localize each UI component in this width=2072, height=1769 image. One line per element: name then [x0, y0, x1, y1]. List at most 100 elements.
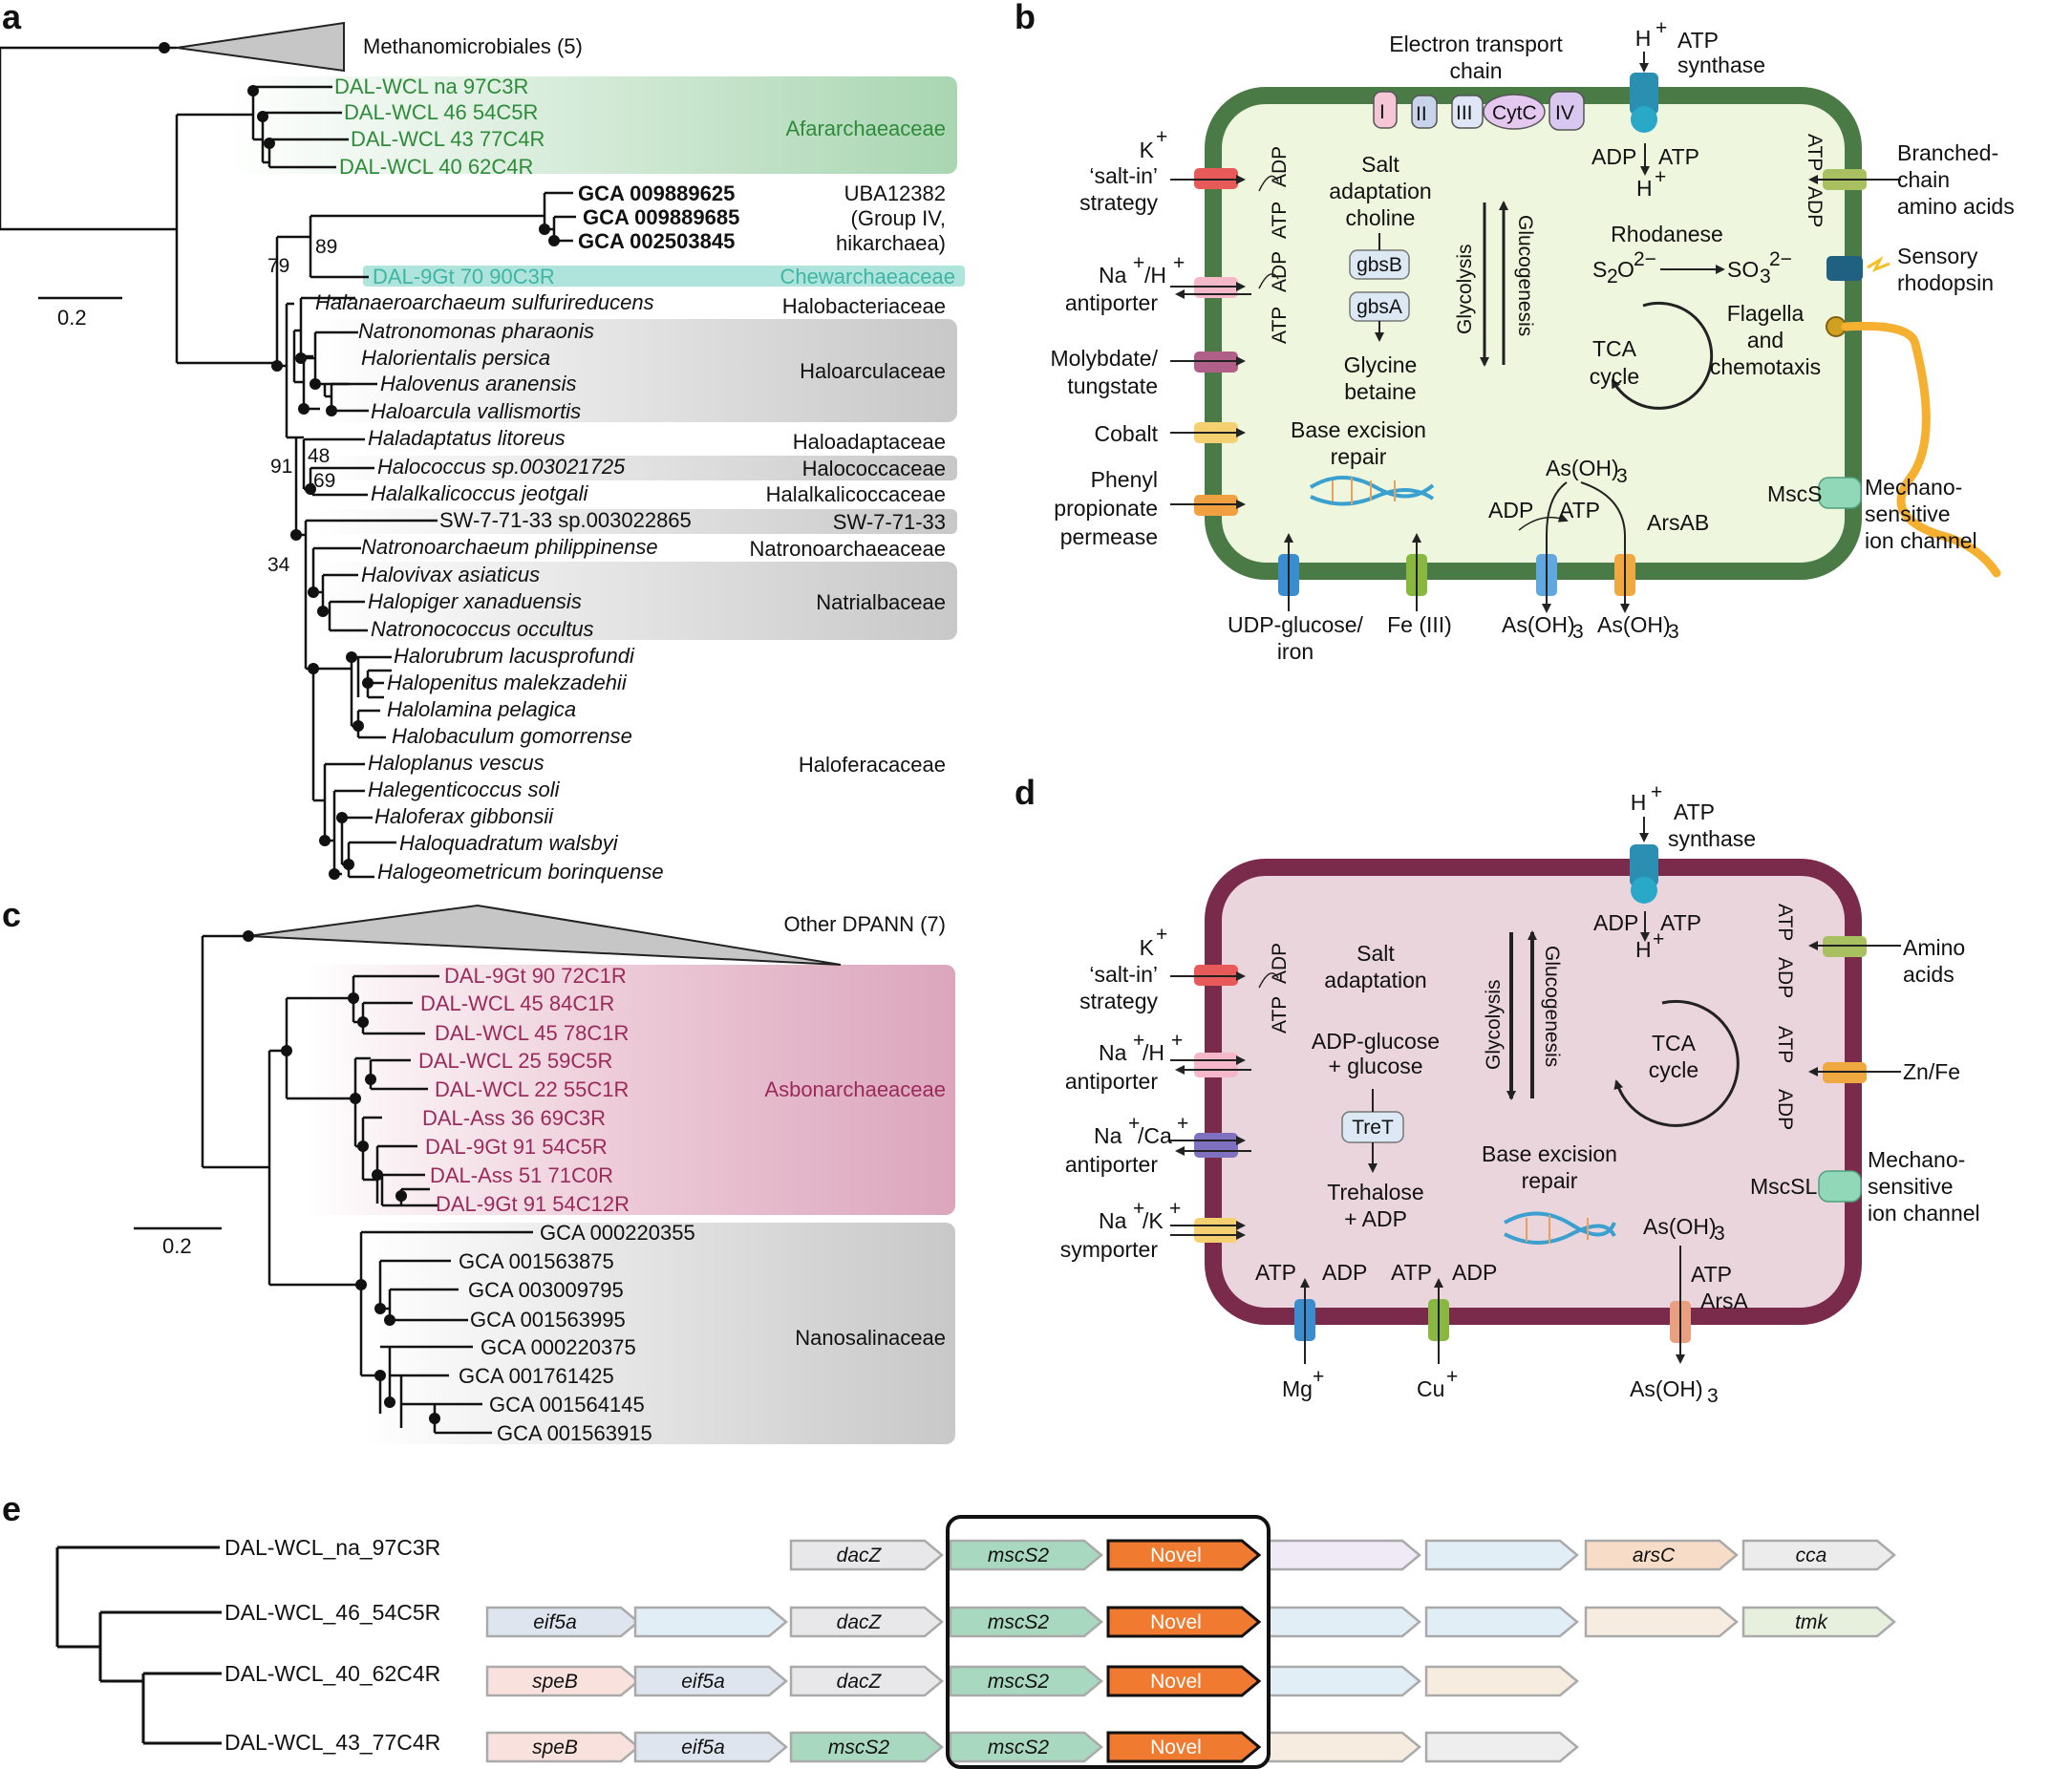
gene-arrow: [1424, 1731, 1579, 1763]
panel-b-cell: I II III CytC IV Electron transport chai…: [1050, 17, 2014, 664]
tip-a: DAL-WCL 43 77C4R: [351, 127, 545, 151]
rhodanese: Rhodanese: [1611, 222, 1723, 246]
gene-arrow: [485, 1606, 640, 1638]
strategy-b: strategy: [1079, 190, 1158, 215]
tip-a: Halogeometricum borinquense: [377, 860, 664, 884]
tip-c: GCA 000220355: [540, 1221, 695, 1245]
tip-c: DAL-WCL 45 84C1R: [420, 991, 614, 1015]
na-d-1-sup: +: [1133, 1030, 1144, 1052]
panel-letter-d: d: [1015, 773, 1036, 812]
asoh-b-top-3: 3: [1616, 465, 1628, 487]
gene-arrow: [1106, 1539, 1262, 1571]
amino-2: acids: [1903, 962, 1955, 987]
molyb-2: tungstate: [1067, 373, 1158, 398]
slash-h-d: /H: [1143, 1040, 1164, 1065]
gene-arrow: [949, 1606, 1103, 1638]
tip-a: Haloplanus vescus: [368, 751, 545, 775]
udp-2: iron: [1277, 639, 1314, 664]
gene-label: speB: [532, 1671, 578, 1693]
treh-2: + ADP: [1344, 1206, 1407, 1231]
rhod-s: S: [1592, 257, 1607, 282]
gene-arrow: [1424, 1539, 1579, 1571]
methano-collapsed-clade: [176, 21, 345, 73]
mscsl: MscSL: [1750, 1174, 1818, 1199]
e-row-3-name: DAL-WCL_43_77C4R: [224, 1730, 440, 1755]
na-d-2-sup: +: [1128, 1113, 1140, 1135]
dpann-collapsed-clade: [247, 904, 842, 966]
gene-arrow: [1741, 1606, 1896, 1638]
fam-haload: Haloadaptaceae: [793, 430, 946, 454]
tip-a: Halorientalis persica: [361, 346, 550, 370]
haloarc-box: [315, 319, 957, 422]
antiporter-b: antiporter: [1065, 290, 1159, 315]
tip-a: Halanaeroarchaeum sulfurireducens: [315, 290, 654, 314]
slash-k: /K: [1143, 1208, 1164, 1233]
tip-c: DAL-9Gt 91 54C5R: [425, 1135, 608, 1159]
fam-uba-3: hikarchaea): [836, 231, 946, 255]
mg-sup: +: [1313, 1366, 1324, 1388]
tip-c: DAL-9Gt 90 72C1R: [444, 964, 627, 988]
bootstrap-79: 79: [267, 255, 289, 277]
phenyl-3: permease: [1060, 524, 1158, 549]
cu: Cu: [1417, 1376, 1444, 1401]
tip-c: DAL-WCL 45 78C1R: [435, 1021, 629, 1045]
gene-arrow: [485, 1665, 640, 1697]
mech-b-1: Mechano-: [1865, 475, 1962, 500]
atps-h-sup: +: [1655, 166, 1666, 188]
tca-d-1: TCA: [1652, 1031, 1697, 1055]
gene-arrow: [485, 1731, 640, 1763]
gene-label: dacZ: [837, 1611, 883, 1633]
gene-arrow: [1584, 1606, 1739, 1638]
gene-arrow: [789, 1665, 944, 1697]
afar-box: [229, 76, 957, 174]
tip-a: Halorubrum lacusprofundi: [394, 644, 635, 668]
atps-d-h-sup: +: [1653, 928, 1664, 950]
bootstrap-69: 69: [313, 470, 335, 492]
nano-box: [363, 1223, 955, 1444]
tip-c: GCA 000220375: [481, 1335, 636, 1359]
antiporter-d-1: antiporter: [1065, 1069, 1159, 1094]
asoh-d-top-3: 3: [1714, 1223, 1725, 1245]
panel-d-cell: H + ATP synthase ADP ATP H + K + ‘salt-i…: [1060, 781, 1980, 1407]
tip-a: Natronomonas pharaonis: [358, 319, 594, 343]
sens-2: rhodopsin: [1897, 270, 1994, 295]
atps-adp: ADP: [1591, 144, 1636, 169]
scale-label-c: 0.2: [162, 1234, 192, 1258]
etc-c4: IV: [1555, 102, 1574, 124]
halococ-box: [315, 456, 957, 480]
fam-uba-2: (Group IV,: [851, 206, 946, 230]
tip-a: Halococcus sp.003021725: [377, 455, 626, 479]
gluco-b: Glucogenesis: [1514, 215, 1536, 336]
salt-d-1: Salt: [1356, 941, 1395, 966]
antiporter-d-2: antiporter: [1065, 1152, 1159, 1177]
tree-a-tips: DAL-WCL na 97C3R DAL-WCL 46 54C5R DAL-WC…: [315, 75, 739, 884]
tip-a: DAL-WCL 46 54C5R: [344, 100, 538, 124]
dna-repair-icon-d: [1504, 1211, 1616, 1245]
etc-c3: III: [1456, 102, 1473, 124]
na-d-3-sup: +: [1133, 1198, 1144, 1220]
fam-afar: Afararchaeaceae: [785, 117, 946, 140]
atps-d-atp: ATP: [1660, 910, 1701, 935]
symporter: symporter: [1060, 1237, 1159, 1262]
treh-1: Trehalose: [1327, 1180, 1423, 1204]
cu-atp: ATP: [1391, 1260, 1432, 1285]
tret: TreT: [1352, 1117, 1394, 1139]
slash-k-sup: +: [1169, 1198, 1181, 1220]
salt-b-2: adaptation: [1329, 179, 1431, 203]
ber-b-2: repair: [1331, 444, 1387, 469]
tip-a: GCA 009889685: [583, 205, 739, 229]
tip-c: DAL-WCL 22 55C1R: [435, 1077, 629, 1101]
rhodopsin-icon: [1826, 256, 1863, 281]
panel-e: DAL-WCL_na_97C3R DAL-WCL_46_54C5R DAL-WC…: [55, 1515, 1896, 1769]
tip-a: Halobaculum gomorrense: [392, 724, 632, 748]
gene-label: dacZ: [837, 1671, 883, 1693]
panel-a-tree: Methanomicrobiales (5) 0.2 79 89 91 48 6…: [0, 21, 965, 884]
asoh-d-bottom-3: 3: [1707, 1385, 1719, 1407]
panel-letter-e: e: [2, 1489, 21, 1528]
mech-d-1: Mechano-: [1868, 1147, 1965, 1172]
arsa-atp: ATP: [1691, 1262, 1732, 1287]
gene-arrow: [949, 1731, 1103, 1763]
gene-arrow: [789, 1606, 944, 1638]
